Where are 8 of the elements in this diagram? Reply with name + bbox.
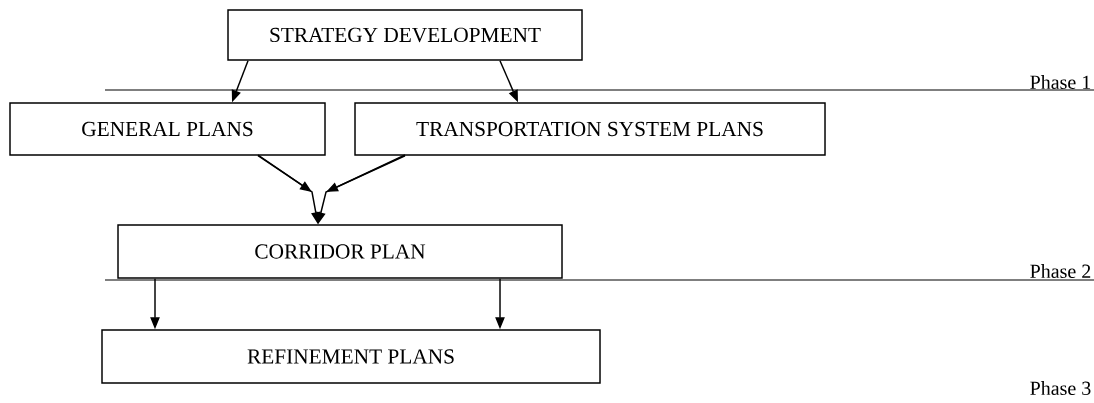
- process-box: REFINEMENT PLANS: [101, 329, 601, 384]
- process-box: STRATEGY DEVELOPMENT: [227, 9, 583, 61]
- phase-label: Phase 3: [1030, 381, 1091, 396]
- process-box: TRANSPORTATION SYSTEM PLANS: [354, 102, 826, 156]
- phase-label: Phase 1: [1030, 74, 1091, 89]
- phase-label: Phase 2: [1030, 263, 1091, 279]
- process-box: CORRIDOR PLAN: [117, 224, 563, 279]
- process-box: GENERAL PLANS: [9, 102, 326, 156]
